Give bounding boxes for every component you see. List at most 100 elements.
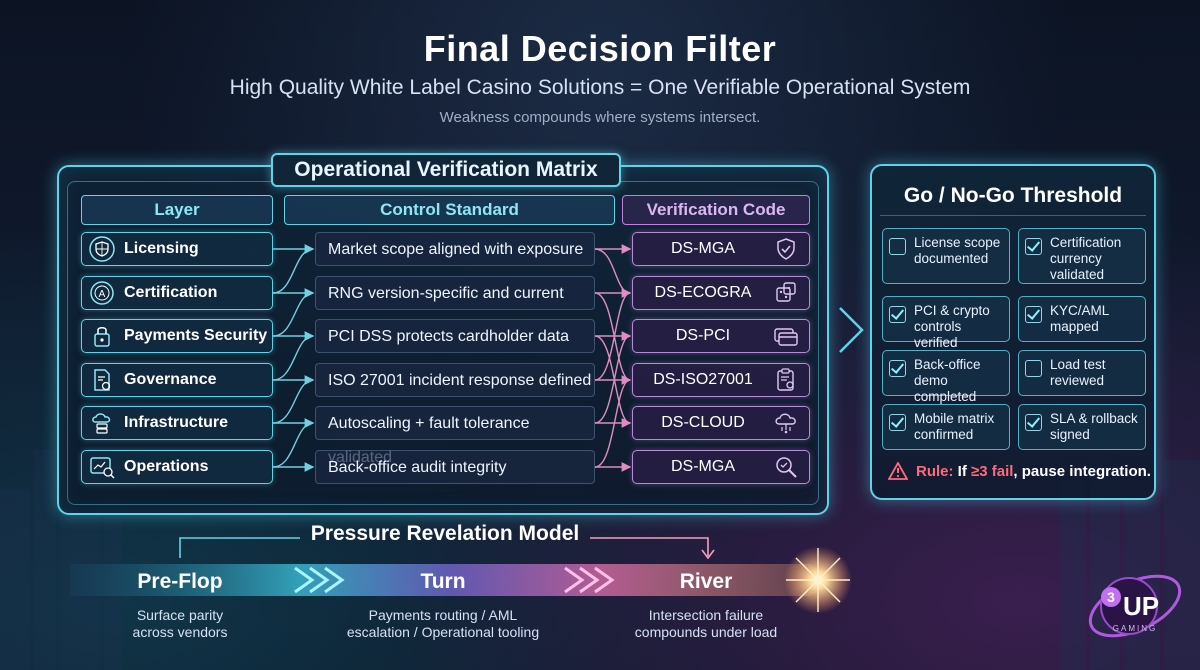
checkbox-empty-icon [1025, 360, 1042, 377]
connector-arrow-icon [839, 307, 864, 353]
stage-desc-line: Surface parity [136, 607, 224, 623]
code-label: DS-ISO27001 [653, 371, 753, 388]
checklist-item: PCI & crypto controls verified [882, 296, 1010, 350]
globe-shield-icon [89, 236, 115, 262]
layer-label: Licensing [124, 240, 199, 257]
layer-label: Governance [124, 371, 217, 388]
layer-infrastructure: Infrastructure [81, 406, 273, 440]
checkbox-checked-icon [1025, 238, 1042, 255]
page-tagline: Weakness compounds where systems interse… [439, 109, 761, 126]
verification-code-licensing: DS-MGA [632, 232, 810, 266]
checklist-item-label: KYC/AML mapped [1050, 303, 1109, 334]
code-label: DS-MGA [671, 240, 735, 257]
checkbox-checked-icon [889, 360, 906, 377]
column-header-layer: Layer [81, 195, 273, 225]
threshold-rule: Rule: If ≥3 fail , pause integration. [888, 462, 1151, 480]
stage-turn-description: Payments routing / AML escalation / Oper… [323, 607, 563, 641]
stage-preflop-description: Surface parity across vendors [90, 607, 270, 641]
verification-code-governance: DS-ISO27001 [632, 363, 810, 397]
rule-highlight: ≥3 fail [971, 462, 1014, 480]
3up-gaming-logo: 3 UP GAMING [1088, 574, 1182, 638]
cloud-server-icon [92, 413, 111, 434]
checklist-item: KYC/AML mapped [1018, 296, 1146, 342]
control-standard-governance: ISO 27001 incident response defined [315, 363, 595, 397]
checklist-item: Load test reviewed [1018, 350, 1146, 396]
dashboard-search-icon [90, 457, 115, 479]
stage-desc-line: Intersection failure [648, 607, 764, 623]
warning-triangle-icon [888, 462, 908, 480]
checkbox-checked-icon [889, 414, 906, 431]
document-gear-icon [94, 369, 111, 391]
control-standard-operations: Back-office audit integrity [315, 450, 595, 484]
stage-desc-line: across vendors [132, 624, 228, 640]
certificate-badge-icon: A [90, 281, 114, 305]
layer-payments-security: Payments Security [81, 319, 273, 353]
column-header-control-standard: Control Standard [284, 195, 615, 225]
verification-code-payments-security: DS-PCI [632, 319, 810, 353]
verification-code-infrastructure: DS-CLOUD [632, 406, 810, 440]
page-subtitle: High Quality White Label Casino Solution… [229, 76, 971, 99]
checkbox-checked-icon [1025, 306, 1042, 323]
checklist-item-label: Load test reviewed [1050, 357, 1106, 388]
stage-river-description: Intersection failure compounds under loa… [606, 607, 806, 641]
checklist-item-label: Mobile matrix confirmed [914, 411, 995, 442]
matrix-title: Operational Verification Matrix [271, 153, 621, 187]
layer-licensing: Licensing [81, 232, 273, 266]
pressure-flow-graphic [70, 537, 852, 614]
logo-word: UP [1123, 591, 1159, 621]
padlock-icon [94, 327, 110, 347]
stage-desc-line: Payments routing / AML [368, 607, 518, 623]
threshold-title: Go / No-Go Threshold [880, 176, 1146, 216]
go-no-go-threshold-panel: Go / No-Go Threshold License scope docum… [870, 164, 1156, 500]
checkbox-checked-icon [1025, 414, 1042, 431]
clipboard-gear-icon [777, 368, 794, 391]
layer-certification: A Certification [81, 276, 273, 310]
stage-desc-line: escalation / Operational tooling [346, 624, 540, 640]
stage-preflop-name: Pre-Flop [137, 570, 223, 593]
stage-turn-name: Turn [420, 570, 466, 593]
checklist-item-label: Certification currency validated [1050, 235, 1122, 282]
checklist-item-label: SLA & rollback signed [1050, 411, 1138, 442]
code-label: DS-CLOUD [661, 414, 745, 431]
verification-code-operations: DS-MGA [632, 450, 810, 484]
control-standard-certification: RNG version-specific and current [315, 276, 595, 310]
logo-sub: GAMING [1113, 624, 1157, 633]
shield-check-icon [777, 238, 795, 260]
checklist-item-label: PCI & crypto controls verified [914, 303, 990, 350]
logo-number: 3 [1107, 589, 1115, 605]
checklist-item: License scope documented [882, 228, 1010, 284]
magnifier-icon [776, 457, 797, 478]
verification-code-certification: DS-ECOGRA [632, 276, 810, 310]
cloud-network-icon [775, 413, 796, 434]
code-label: DS-PCI [675, 327, 731, 344]
checklist-item: SLA & rollback signed [1018, 404, 1146, 450]
checklist-item-label: Back-office demo completed [914, 357, 981, 404]
checkbox-checked-icon [889, 306, 906, 323]
rule-suffix: , pause integration. [1013, 462, 1151, 480]
credit-card-icon [774, 328, 798, 346]
control-standard-infrastructure: Autoscaling + fault tolerance validated [315, 406, 595, 466]
layer-label: Certification [124, 284, 218, 301]
column-header-verification-code: Verification Code [622, 195, 810, 225]
stage-river-name: River [679, 570, 733, 593]
checkbox-empty-icon [889, 238, 906, 255]
code-label: DS-ECOGRA [654, 284, 752, 301]
pressure-model-title: Pressure Revelation Model [310, 522, 580, 545]
control-standard-payments-security: PCI DSS protects cardholder data [315, 319, 595, 353]
checklist-item-label: License scope documented [914, 235, 1001, 266]
layer-label: Payments Security [124, 327, 268, 344]
dice-icon [776, 282, 796, 302]
code-label: DS-MGA [671, 458, 735, 475]
layer-operations: Operations [81, 450, 273, 484]
verification-matrix-panel: Operational Verification Matrix Layer Co… [57, 153, 829, 515]
layer-label: Operations [124, 458, 209, 475]
control-standard-licensing: Market scope aligned with exposure [315, 232, 595, 266]
layer-label: Infrastructure [124, 414, 229, 431]
layer-governance: Governance [81, 363, 273, 397]
checklist-item: Mobile matrix confirmed [882, 404, 1010, 450]
rule-prefix: Rule: [916, 462, 954, 480]
checklist-item: Back-office demo completed [882, 350, 1010, 404]
svg-text:A: A [99, 289, 106, 300]
rule-mid: If [953, 462, 971, 480]
checklist-item: Certification currency validated [1018, 228, 1146, 284]
